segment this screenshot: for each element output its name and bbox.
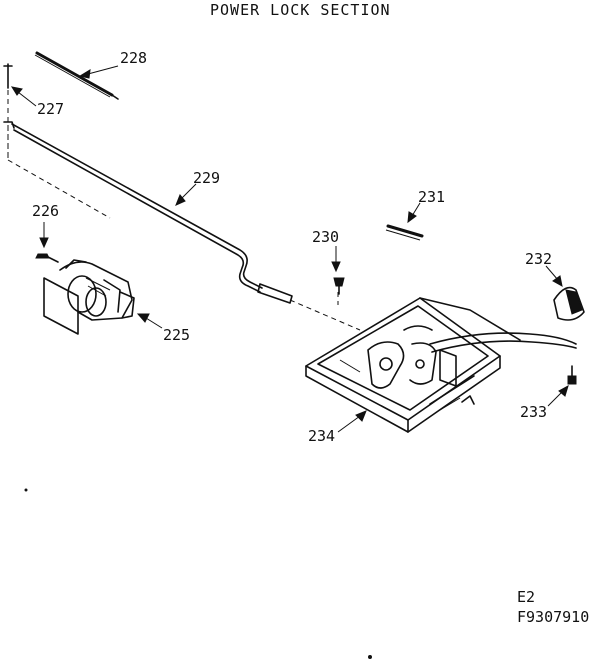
leader-232: [545, 265, 563, 287]
label-226: 226: [32, 202, 59, 220]
part-233-screw: [567, 365, 577, 385]
leader-234: [337, 410, 367, 433]
part-232-cap: [553, 286, 585, 321]
part-234-bracket: [305, 297, 577, 433]
diagram-title: POWER LOCK SECTION: [210, 1, 391, 19]
label-228: 228: [120, 49, 147, 67]
leader-230: [331, 246, 341, 273]
alignment-line-225: [7, 159, 111, 219]
label-234: 234: [308, 427, 335, 445]
label-229: 229: [193, 169, 220, 187]
leader-225: [136, 313, 163, 329]
part-228-pin: [34, 51, 119, 100]
leader-228: [78, 65, 119, 79]
part-226-screw: [35, 253, 59, 263]
leader-231: [407, 202, 421, 224]
alignment-line-229: [289, 299, 361, 331]
part-225-actuator: [43, 259, 135, 335]
part-227-screw: [3, 63, 13, 89]
label-231: 231: [418, 188, 445, 206]
drawing-code: E2: [517, 588, 535, 606]
leader-227: [10, 86, 37, 107]
stray-mark: [368, 655, 372, 659]
drawing-number: F9307910: [517, 608, 589, 626]
leader-226: [39, 222, 49, 249]
part-230-screw: [333, 277, 345, 295]
label-232: 232: [525, 250, 552, 268]
part-229-rod: [3, 121, 293, 304]
part-231-clip: [385, 224, 424, 241]
label-233: 233: [520, 403, 547, 421]
label-227: 227: [37, 100, 64, 118]
leader-233: [547, 384, 569, 407]
leader-229: [175, 183, 197, 206]
stray-mark: [24, 488, 28, 492]
label-230: 230: [312, 228, 339, 246]
label-225: 225: [163, 326, 190, 344]
